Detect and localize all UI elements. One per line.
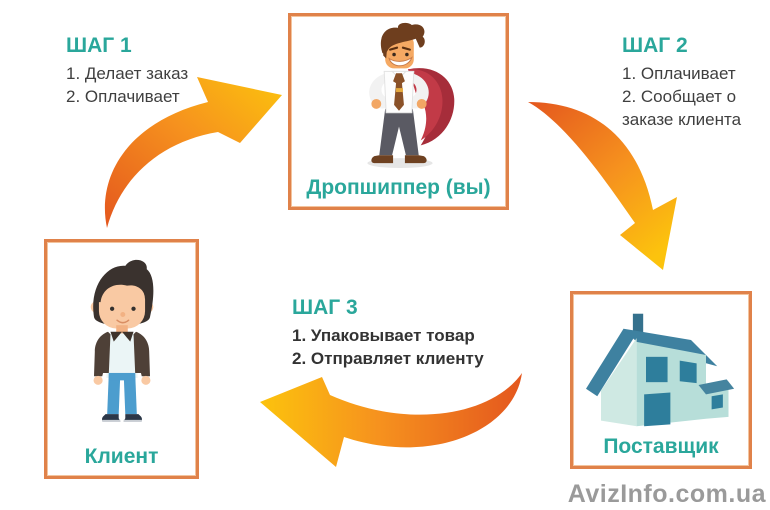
step-2-item-2: 2. Сообщает о заказе клиента (622, 87, 742, 130)
step-1-block: ШАГ 1 1. Делает заказ 2. Оплачивает (66, 34, 188, 108)
watermark: AvizInfo.com.ua (567, 480, 766, 508)
node-client: Клиент (44, 239, 199, 479)
young-man-icon (90, 259, 153, 422)
house-icon (586, 313, 735, 427)
node-dropshipper-label: Дропшиппер (вы) (306, 176, 491, 199)
step-3-item-1: 1. Упаковывает товар (292, 326, 475, 346)
step-1-item-1: 1. Делает заказ (66, 64, 189, 84)
step-1-item-2: 2. Оплачивает (66, 87, 180, 107)
step-3-block: ШАГ 3 1. Упаковывает товар 2. Отправляет… (292, 296, 484, 370)
step-3-item-2: 2. Отправляет клиенту (292, 349, 484, 369)
step-3-title: ШАГ 3 (292, 296, 358, 319)
superhero-businessman-icon (366, 22, 454, 169)
node-supplier-label: Поставщик (603, 435, 719, 458)
step-2-item-1: 1. Оплачивает (622, 64, 736, 84)
step-2-block: ШАГ 2 1. Оплачивает 2. Сообщает о заказе… (622, 34, 756, 131)
step-1-title: ШАГ 1 (66, 34, 132, 57)
node-supplier: Поставщик (570, 291, 752, 469)
arrow-dropshipper-to-supplier-icon (528, 102, 677, 270)
arrow-client-to-dropshipper-icon (104, 77, 282, 228)
step-2-title: ШАГ 2 (622, 34, 688, 57)
arrow-supplier-to-client-icon (260, 373, 522, 467)
node-client-label: Клиент (84, 445, 159, 468)
node-dropshipper: Дропшиппер (вы) (288, 13, 509, 210)
